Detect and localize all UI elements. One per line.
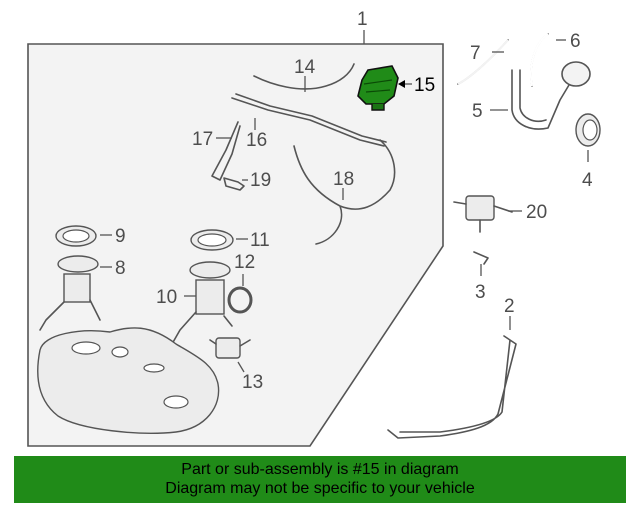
- callout-13[interactable]: 13: [242, 372, 263, 393]
- part-17-line: [211, 121, 241, 181]
- parts-diagram: 1 15 14 16 17 19 18 9 8 11: [27, 9, 601, 447]
- part-3-bolt: [473, 251, 489, 265]
- info-banner: Part or sub-assembly is #15 in diagram D…: [14, 456, 626, 503]
- callout-2[interactable]: 2: [504, 296, 515, 317]
- callout-18[interactable]: 18: [333, 169, 354, 190]
- banner-line-2: Diagram may not be specific to your vehi…: [165, 480, 475, 497]
- part-7-pipe: [457, 39, 509, 85]
- callout-15[interactable]: 15: [414, 75, 435, 96]
- callout-9[interactable]: 9: [115, 226, 126, 247]
- callout-11[interactable]: 11: [250, 230, 270, 251]
- callout-10[interactable]: 10: [156, 287, 177, 308]
- part-18-harness: [293, 139, 396, 245]
- callout-3[interactable]: 3: [475, 282, 486, 303]
- callout-17[interactable]: 17: [192, 129, 213, 150]
- part-5-filler-pipe: [511, 69, 573, 130]
- part-15-highlighted[interactable]: [357, 65, 399, 111]
- callout-1[interactable]: 1: [357, 9, 368, 30]
- callout-4[interactable]: 4: [582, 170, 593, 191]
- part-8-fuel-pump: [39, 255, 101, 331]
- part-19-clip: [223, 177, 245, 191]
- callout-8[interactable]: 8: [115, 258, 126, 279]
- part-12-gasket: [227, 286, 253, 314]
- part-13-sensor: [209, 337, 251, 359]
- part-20-valve: [453, 195, 513, 233]
- part-14-hose: [253, 63, 355, 90]
- callout-6[interactable]: 6: [570, 31, 581, 52]
- callout-5[interactable]: 5: [472, 101, 483, 122]
- part-16-rail: [231, 97, 385, 147]
- callout-20[interactable]: 20: [526, 202, 547, 223]
- part-10-fuel-pump: [171, 261, 233, 345]
- part-2-strap: [387, 335, 517, 439]
- callout-16[interactable]: 16: [246, 130, 267, 151]
- callout-7[interactable]: 7: [470, 43, 481, 64]
- banner-line-1: Part or sub-assembly is #15 in diagram: [181, 461, 459, 478]
- callout-19[interactable]: 19: [250, 170, 271, 191]
- callout-14[interactable]: 14: [294, 57, 316, 78]
- callout-12[interactable]: 12: [234, 252, 255, 273]
